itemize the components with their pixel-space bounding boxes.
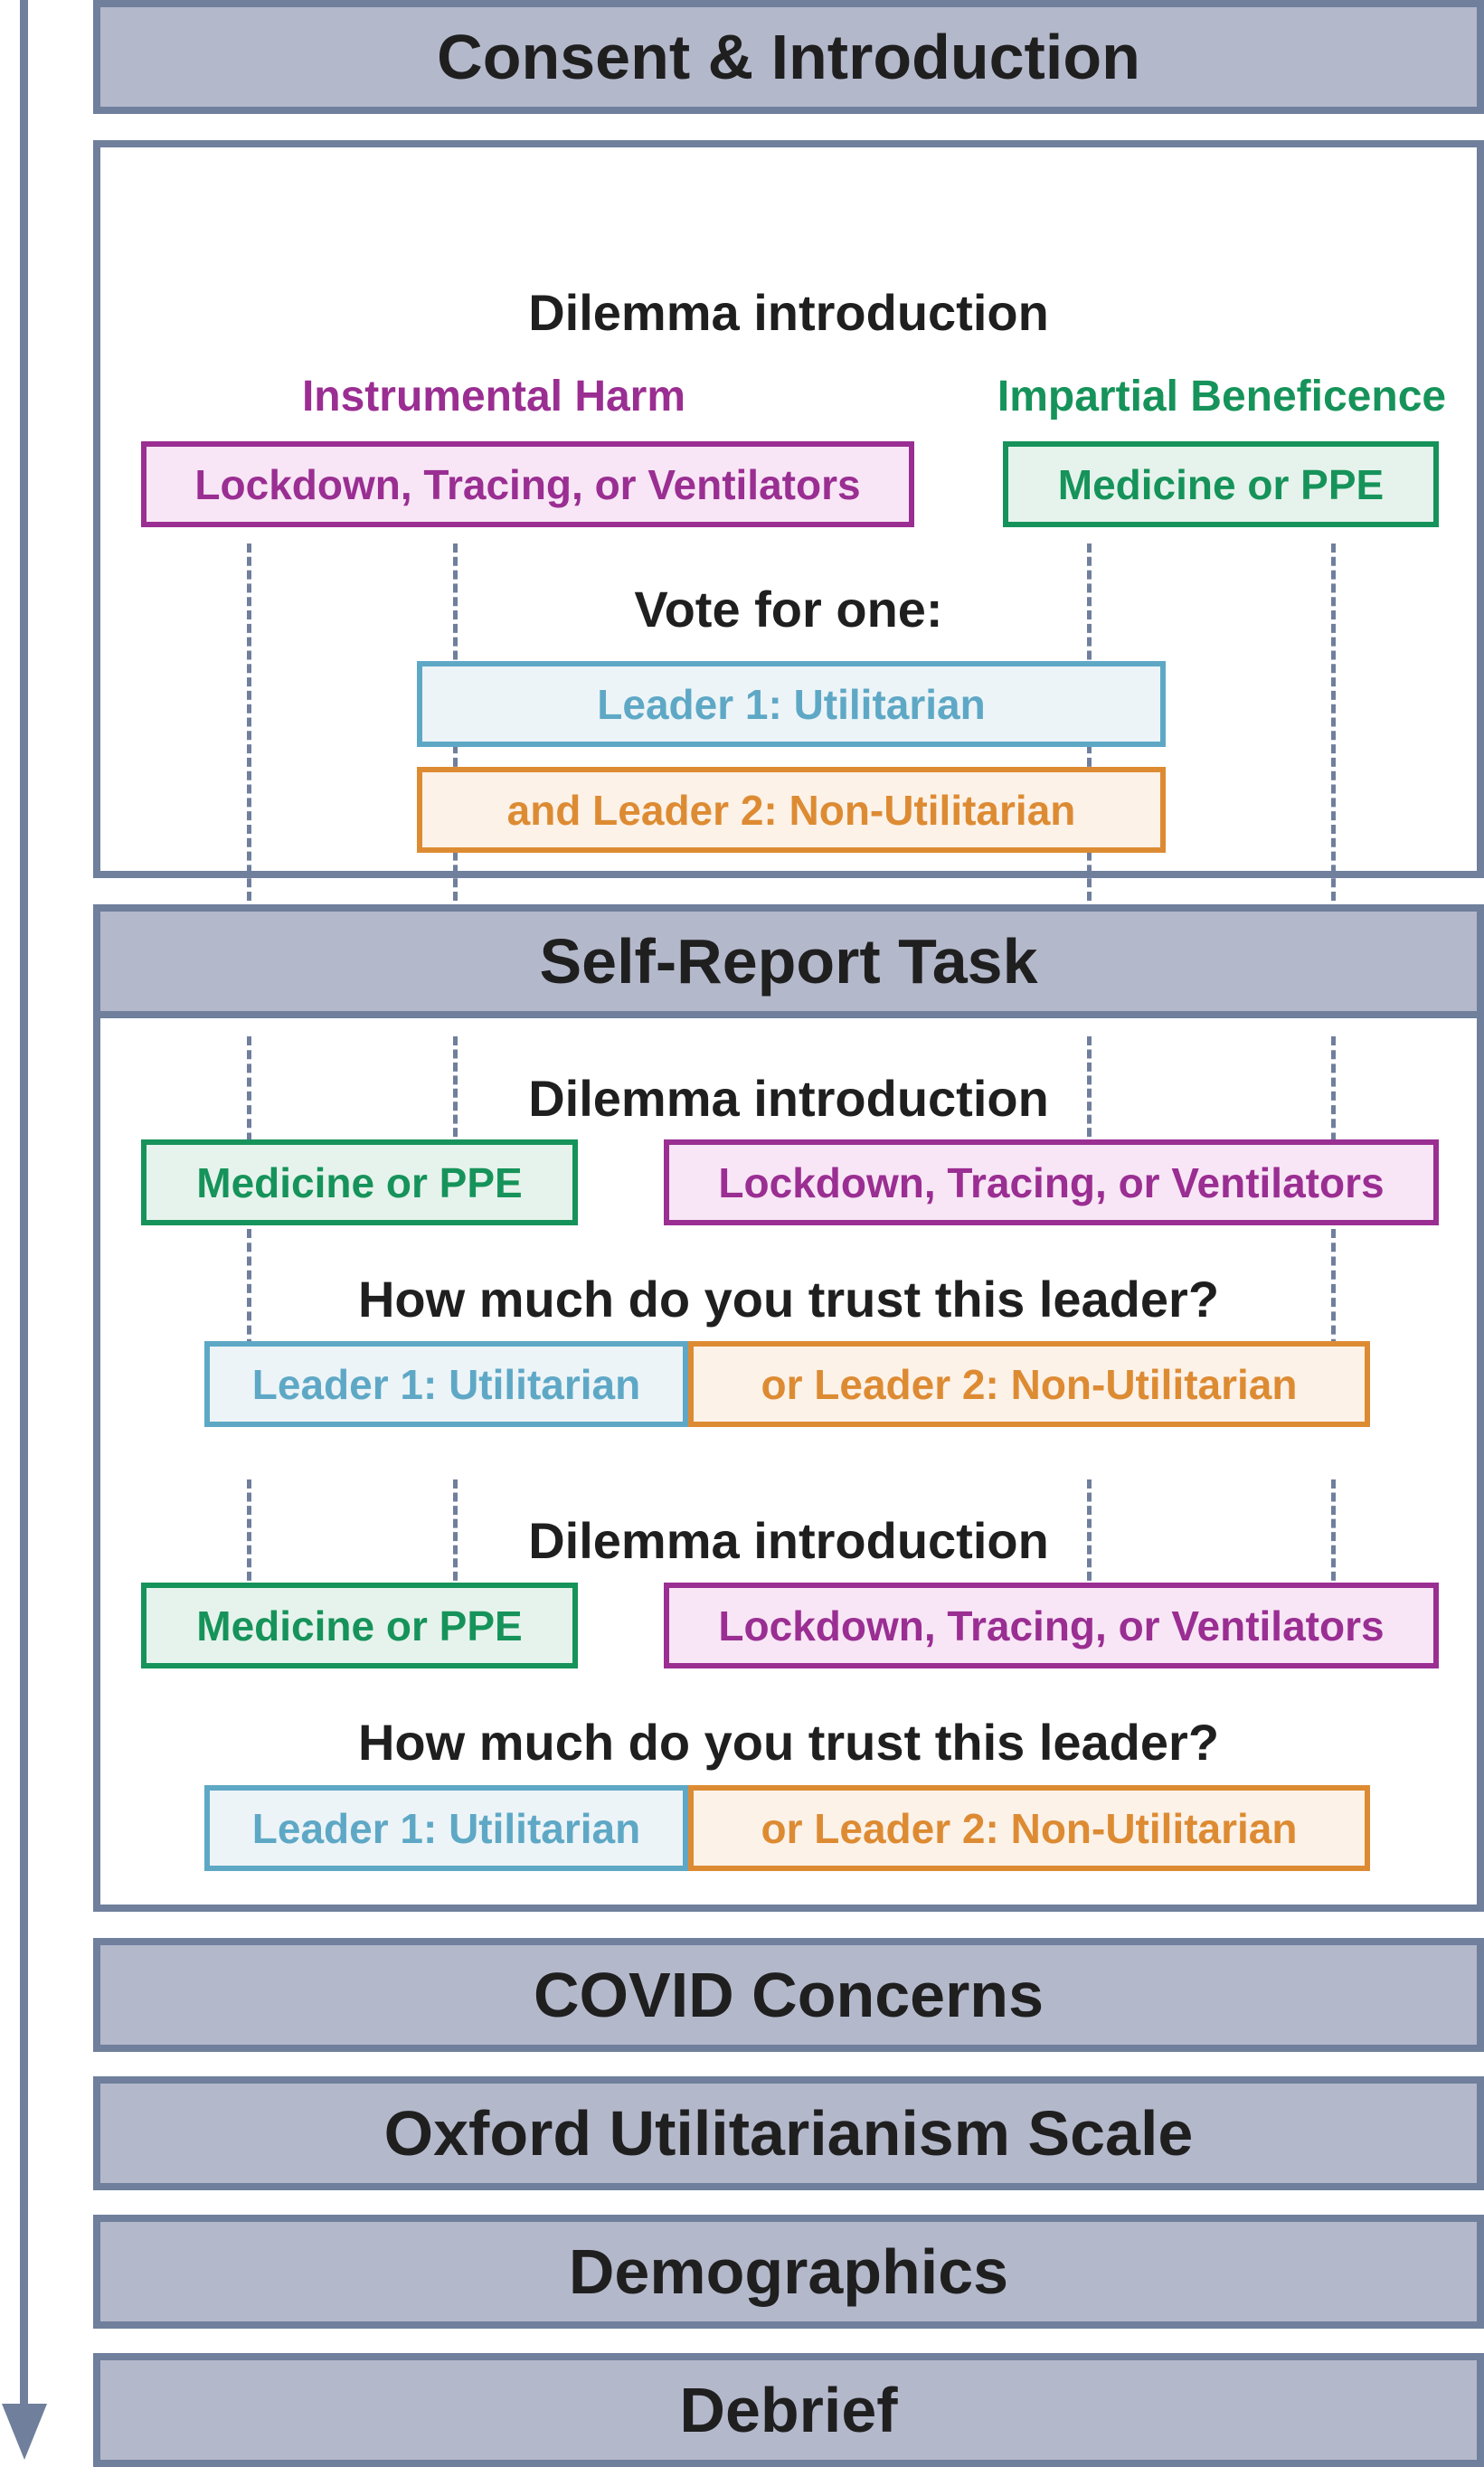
voting-dilemma-intro: Dilemma introduction [528, 284, 1049, 341]
dashed-guide [1087, 1479, 1092, 1633]
beneficence-option-box: Medicine or PPE [1003, 441, 1439, 527]
dashed-guide [1331, 543, 1336, 901]
beneficence-option-box: Medicine or PPE [141, 1583, 578, 1668]
self-report-task-header: Self-Report Task [93, 904, 1484, 1018]
trust-question: How much do you trust this leader? [357, 1271, 1220, 1328]
trust-question: How much do you trust this leader? [357, 1714, 1220, 1771]
stage-demographics: Demographics [93, 2215, 1484, 2329]
timeline-arrow-head [2, 2404, 47, 2460]
instrumental-option-box: Lockdown, Tracing, or Ventilators [664, 1583, 1439, 1668]
leader2-non-utilitarian-box: or Leader 2: Non-Utilitarian [688, 1785, 1370, 1871]
leader1-utilitarian-box: Leader 1: Utilitarian [204, 1341, 688, 1427]
self-report-dilemma-intro: Dilemma introduction [528, 1070, 1049, 1127]
stage-oxford-utilitarianism-scale: Oxford Utilitarianism Scale [93, 2076, 1484, 2190]
dashed-guide [453, 1479, 458, 1633]
self-report-task-panel: Dilemma introduction Medicine or PPE Loc… [93, 1011, 1484, 1912]
dashed-guide [247, 1479, 251, 1633]
stage-covid-concerns: COVID Concerns [93, 1938, 1484, 2052]
instrumental-harm-label: Instrumental Harm [301, 373, 686, 421]
leader1-utilitarian-box: Leader 1: Utilitarian [204, 1785, 688, 1871]
stage-debrief: Debrief [93, 2353, 1484, 2467]
self-report-dilemma-intro: Dilemma introduction [528, 1512, 1049, 1569]
impartial-beneficence-label: Impartial Beneficence [997, 373, 1447, 421]
leader1-utilitarian-box: Leader 1: Utilitarian [417, 661, 1166, 747]
timeline-arrow-shaft [20, 0, 28, 2406]
dashed-guide [453, 1036, 458, 1163]
dashed-guide [1087, 1036, 1092, 1163]
leader2-non-utilitarian-box: and Leader 2: Non-Utilitarian [417, 767, 1166, 853]
dashed-guide [247, 543, 251, 901]
instrumental-option-box: Lockdown, Tracing, or Ventilators [141, 441, 914, 527]
leader2-non-utilitarian-box: or Leader 2: Non-Utilitarian [688, 1341, 1370, 1427]
vote-prompt: Vote for one: [634, 581, 943, 638]
dashed-guide [1331, 1479, 1336, 1633]
beneficence-option-box: Medicine or PPE [141, 1139, 578, 1225]
voting-task-panel: Dilemma introduction Instrumental Harm I… [93, 140, 1484, 901]
instrumental-option-box: Lockdown, Tracing, or Ventilators [664, 1139, 1439, 1225]
stage-consent-introduction: Consent & Introduction [93, 0, 1484, 114]
